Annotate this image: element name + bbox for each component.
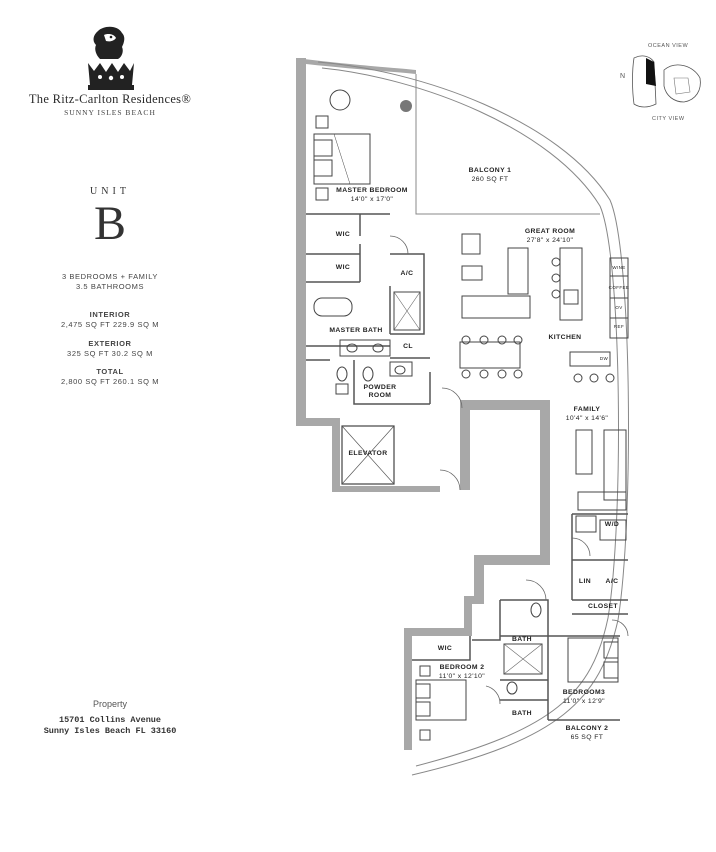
lounge-chair: [329, 89, 412, 112]
lion-crown-logo: [88, 26, 134, 90]
balcony1-size: 260 SQ FT: [471, 176, 509, 183]
ac-label-2: A/C: [605, 578, 619, 585]
ac-label-1: A/C: [400, 270, 414, 277]
exterior-value: 325 SQ FT 30.2 SQ M: [67, 349, 153, 358]
property-address-line2: Sunny Isles Beach FL 33160: [43, 726, 177, 736]
ocean-view-label: OCEAN VIEW: [648, 43, 689, 49]
vanity: [339, 339, 413, 377]
key-plan: [632, 55, 701, 108]
shower-symbol-2: [503, 643, 543, 675]
unit-rooms: 3 BEDROOMS + FAMILY: [61, 272, 159, 281]
ref-label: REF: [613, 324, 625, 329]
bathtub: [313, 297, 353, 317]
family-name: FAMILY: [573, 406, 601, 413]
balcony1-name: BALCONY 1: [468, 167, 512, 174]
kitchen-fixtures: [551, 247, 629, 383]
north-label: N: [620, 73, 626, 80]
coffee-label: COFFEE: [608, 285, 630, 290]
great-room-size: 27'8" x 24'10": [526, 237, 574, 244]
bedroom3-size: 11'0" x 12'9": [563, 698, 605, 705]
interior-walls: [306, 213, 628, 721]
wic-label-1: WIC: [335, 231, 351, 238]
balcony2-size: 65 SQ FT: [570, 734, 604, 741]
closet-label: CLOSET: [588, 603, 618, 610]
kitchen-name: KITCHEN: [548, 334, 582, 341]
bedroom3-name: BEDROOM3: [562, 689, 606, 696]
oven-label: OV: [615, 305, 623, 310]
master-bedroom-name: MASTER BEDROOM: [336, 187, 408, 194]
balcony2-name: BALCONY 2: [565, 725, 609, 732]
city-view-label: CITY VIEW: [652, 116, 685, 122]
interior-label: INTERIOR: [89, 310, 131, 319]
wic-label-3: WIC: [437, 645, 453, 652]
bedroom3-bed: [567, 637, 619, 683]
dw-label: DW: [599, 356, 609, 361]
bath-label-2: BATH: [512, 710, 532, 717]
door-swings: [389, 235, 629, 705]
living-furniture: [459, 233, 531, 379]
toilets: [335, 366, 542, 695]
master-bath-name: MASTER BATH: [329, 327, 383, 334]
property-label: Property: [92, 699, 127, 709]
wine-label: WINE: [612, 265, 626, 270]
bath-label-1: BATH: [512, 636, 532, 643]
floor-plan: [296, 58, 629, 776]
shower-symbol: [393, 291, 421, 331]
elevator-symbol: [341, 425, 395, 485]
total-value: 2,800 SQ FT 260.1 SQ M: [60, 377, 160, 386]
washer-dryer-label: W/D: [604, 521, 620, 528]
wic-label-2: WIC: [335, 264, 351, 271]
bedroom2-bed: [415, 665, 467, 741]
linen-label: LIN: [578, 578, 592, 585]
powder-room-line2: ROOM: [368, 392, 392, 399]
brand-location: SUNNY ISLES BEACH: [64, 108, 156, 117]
brand-name: The Ritz-Carlton Residences®: [28, 92, 192, 106]
family-size: 10'4" x 14'6": [565, 415, 609, 422]
bedroom2-name: BEDROOM 2: [439, 664, 485, 671]
unit-label: UNIT: [90, 186, 130, 197]
exterior-walls: [296, 58, 550, 750]
exterior-label: EXTERIOR: [88, 339, 132, 348]
elevator-name: ELEVATOR: [348, 450, 388, 457]
property-address-line1: 15701 Collins Avenue: [58, 715, 162, 725]
unit-letter: B: [93, 197, 126, 250]
total-label: TOTAL: [96, 367, 124, 376]
interior-value: 2,475 SQ FT 229.9 SQ M: [60, 320, 160, 329]
bedroom2-size: 11'0" x 12'10": [438, 673, 486, 680]
powder-room-line1: POWDER: [363, 384, 397, 391]
glass-facade: [317, 61, 629, 776]
unit-baths: 3.5 BATHROOMS: [75, 282, 145, 291]
great-room-name: GREAT ROOM: [524, 228, 576, 235]
master-bedroom-size: 14'0" x 17'0": [350, 196, 394, 203]
master-bed: [313, 115, 371, 201]
closet-cl: CL: [403, 343, 413, 350]
family-furniture: [575, 429, 627, 541]
